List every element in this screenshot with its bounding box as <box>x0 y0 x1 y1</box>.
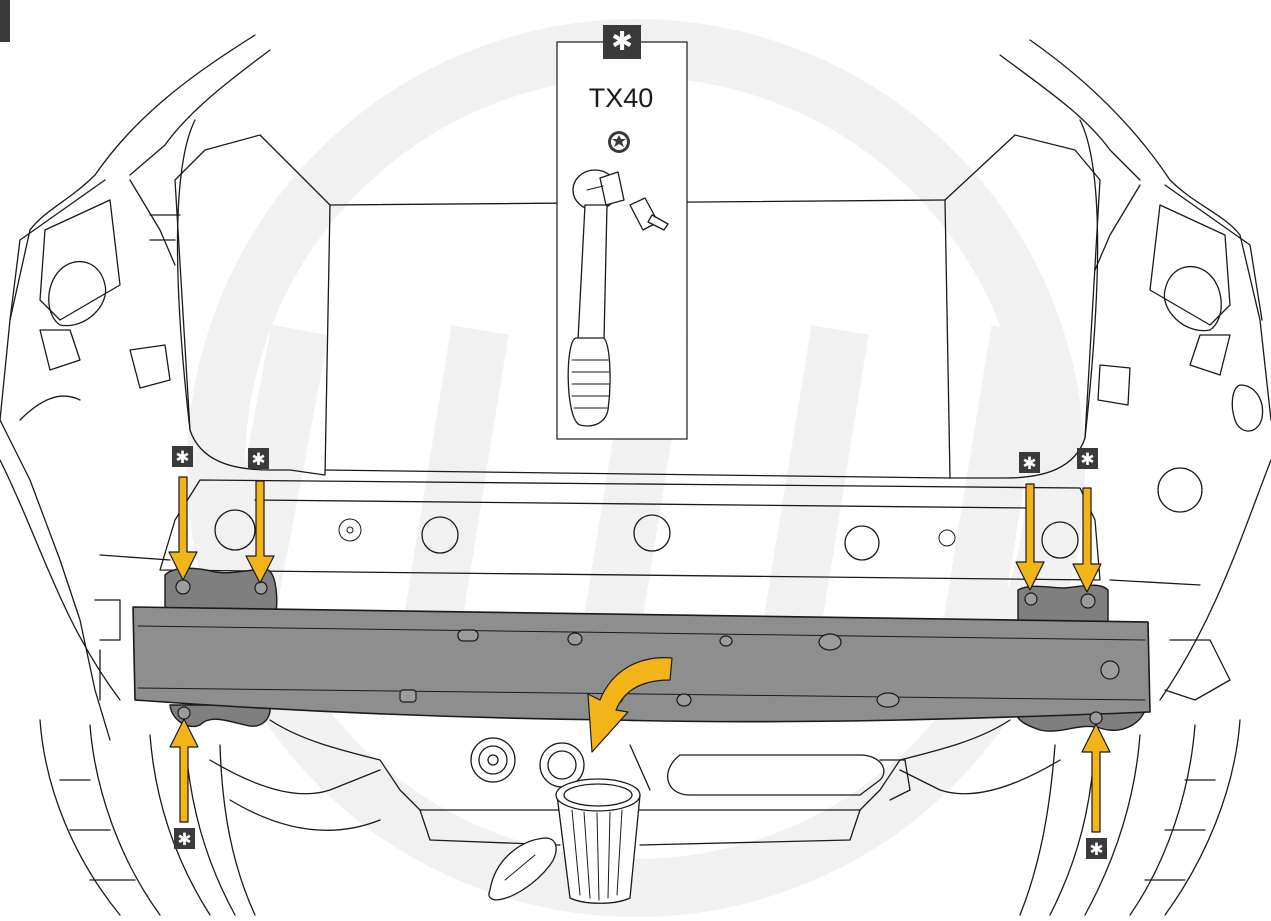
bolt-right-2 <box>1080 593 1096 609</box>
bracket-left-upper <box>164 567 278 616</box>
discard-indicator <box>488 657 673 904</box>
trash-bin-icon <box>488 778 641 904</box>
left-tire <box>39 719 256 916</box>
svg-text:✱: ✱ <box>1022 454 1036 474</box>
bolt-right-lower <box>1089 711 1103 725</box>
bolt-right-1 <box>1024 592 1038 606</box>
bolt-left-lower <box>177 706 191 720</box>
arrow-down-icon <box>1072 487 1102 593</box>
callout-badge: ✱ <box>1019 452 1040 474</box>
svg-text:✱: ✱ <box>175 448 189 468</box>
ratchet-with-socket-icon <box>567 169 669 427</box>
svg-text:✱: ✱ <box>177 830 191 850</box>
mounting-brackets <box>164 567 1146 732</box>
svg-text:✱: ✱ <box>1089 840 1103 860</box>
page-corner-marker <box>0 0 10 42</box>
bolt-arrows <box>168 476 1111 833</box>
callout-badge: ✱ <box>1086 838 1107 860</box>
right-tire <box>1019 719 1241 916</box>
arrow-down-icon <box>245 480 275 584</box>
callout-badges: ✱ ✱ ✱ ✱ ✱ ✱ <box>172 446 1107 860</box>
tool-panel-badge: ✱ <box>603 25 641 59</box>
tool-symbol: ✱ <box>611 27 633 57</box>
tool-panel: ✱ TX40 <box>556 25 688 440</box>
bolt-left-1 <box>175 579 191 595</box>
vehicle-rear-body <box>0 34 1271 916</box>
bolts <box>175 579 1103 725</box>
arrow-down-icon <box>168 476 198 581</box>
callout-badge: ✱ <box>172 446 193 468</box>
arrow-down-icon <box>1015 483 1045 591</box>
arrow-up-icon <box>169 718 199 823</box>
torx-star-icon <box>608 131 630 153</box>
callout-badge: ✱ <box>1077 448 1098 470</box>
bolt-left-2 <box>254 581 268 595</box>
svg-text:✱: ✱ <box>1080 450 1094 470</box>
callout-badge: ✱ <box>248 448 269 470</box>
arrow-up-icon <box>1081 723 1111 833</box>
svg-text:✱: ✱ <box>251 450 265 470</box>
curved-arrow-icon <box>587 657 673 753</box>
callout-badge: ✱ <box>174 828 195 850</box>
tool-size-label: TX40 <box>589 83 654 113</box>
